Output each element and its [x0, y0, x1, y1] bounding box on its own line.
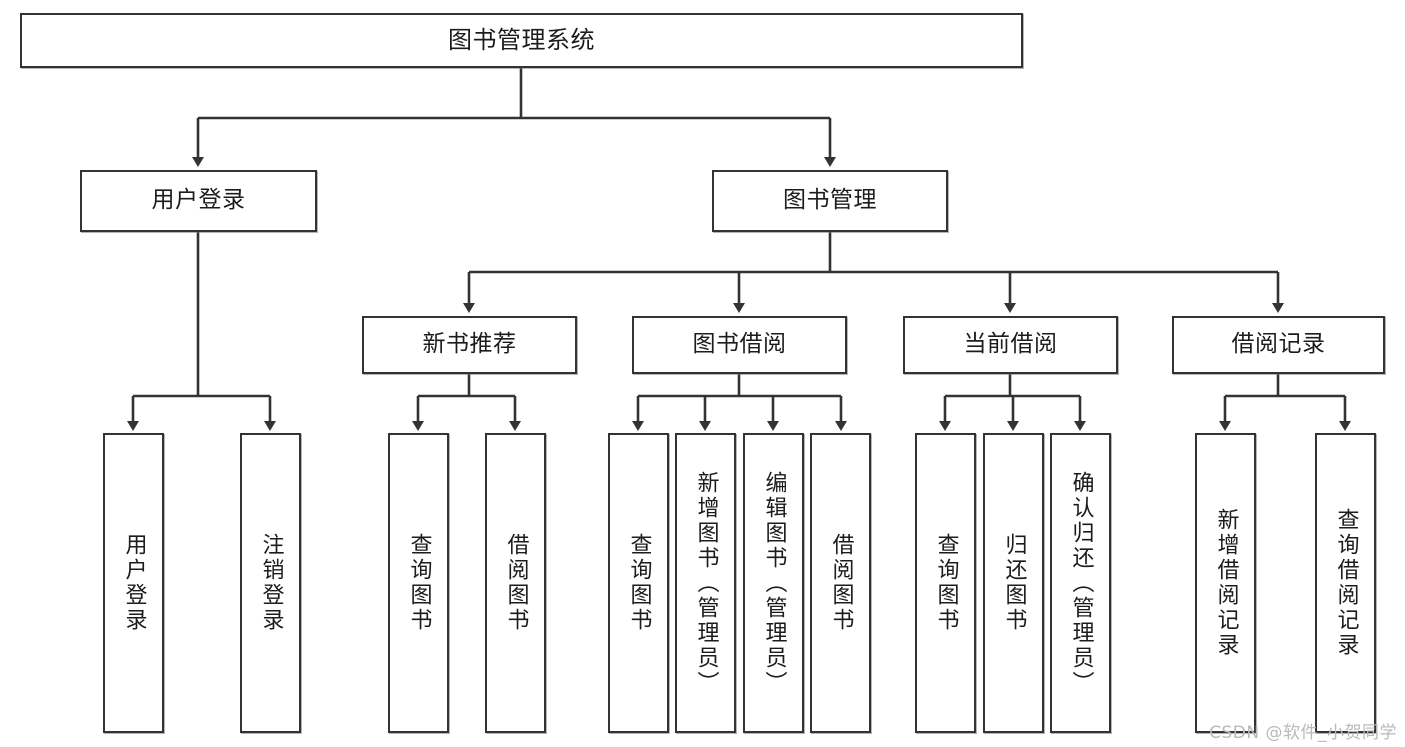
node-label: 图书借阅 — [692, 331, 787, 358]
node-label: 借阅图书 — [828, 533, 854, 633]
node-leaf-borrow-book-recommend[interactable]: 借阅图书 — [485, 433, 546, 733]
node-leaf-edit-book-admin[interactable]: 编辑图书（管理员） — [743, 433, 804, 733]
node-label: 图书管理 — [783, 187, 877, 214]
node-leaf-logout-login[interactable]: 注销登录 — [240, 433, 301, 733]
node-leaf-return-book[interactable]: 归还图书 — [983, 433, 1044, 733]
node-label: 新增借阅记录 — [1213, 508, 1239, 658]
node-root-system[interactable]: 图书管理系统 — [20, 13, 1023, 68]
node-leaf-borrow-book[interactable]: 借阅图书 — [810, 433, 871, 733]
node-label: 注销登录 — [258, 533, 284, 633]
node-label: 归还图书 — [1001, 533, 1027, 633]
node-current-borrow[interactable]: 当前借阅 — [903, 316, 1118, 374]
node-borrow-record[interactable]: 借阅记录 — [1172, 316, 1385, 374]
node-label: 新书推荐 — [422, 331, 517, 358]
node-label: 查询图书 — [626, 533, 652, 633]
node-label: 查询借阅记录 — [1333, 508, 1359, 658]
node-new-book-recommend[interactable]: 新书推荐 — [362, 316, 577, 374]
node-label: 借阅记录 — [1231, 331, 1326, 358]
node-label: 查询图书 — [406, 533, 432, 633]
node-label: 当前借阅 — [963, 331, 1058, 358]
node-book-borrow[interactable]: 图书借阅 — [632, 316, 847, 374]
node-label: 用户登录 — [151, 187, 246, 214]
node-label: 用户登录 — [121, 533, 147, 633]
node-leaf-query-book-recommend[interactable]: 查询图书 — [388, 433, 449, 733]
csdn-watermark: CSDN @软件_小贺同学 — [1209, 723, 1397, 743]
node-label: 借阅图书 — [503, 533, 529, 633]
node-leaf-confirm-return-admin[interactable]: 确认归还（管理员） — [1050, 433, 1111, 733]
node-leaf-add-borrow-record[interactable]: 新增借阅记录 — [1195, 433, 1256, 733]
node-label: 确认归还（管理员） — [1068, 470, 1094, 696]
node-leaf-query-borrow-record[interactable]: 查询借阅记录 — [1315, 433, 1376, 733]
node-label: 图书管理系统 — [448, 26, 595, 55]
node-label: 新增图书（管理员） — [693, 470, 719, 696]
node-leaf-user-login[interactable]: 用户登录 — [103, 433, 164, 733]
node-leaf-query-book-current[interactable]: 查询图书 — [915, 433, 976, 733]
node-label: 编辑图书（管理员） — [761, 470, 787, 696]
node-label: 查询图书 — [933, 533, 959, 633]
node-user-login[interactable]: 用户登录 — [80, 170, 317, 232]
node-book-manage[interactable]: 图书管理 — [712, 170, 948, 232]
node-leaf-query-book-borrow[interactable]: 查询图书 — [608, 433, 669, 733]
node-leaf-add-book-admin[interactable]: 新增图书（管理员） — [675, 433, 736, 733]
